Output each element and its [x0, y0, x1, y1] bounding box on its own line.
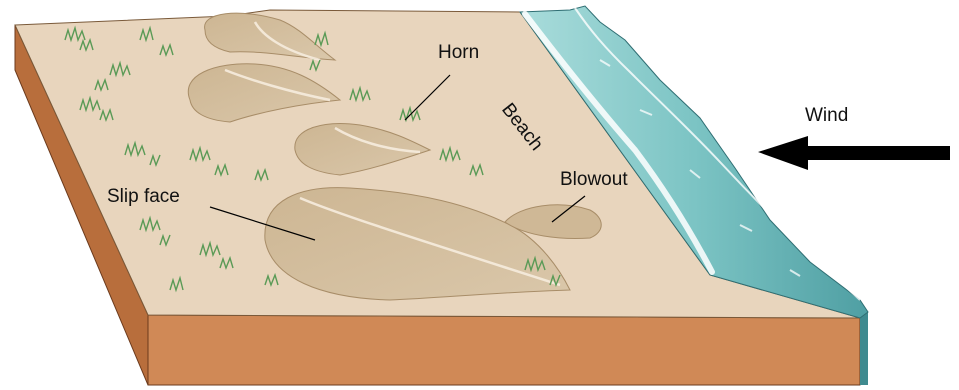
block-front-face	[148, 315, 860, 385]
slip-face-label: Slip face	[107, 187, 180, 206]
wind-label: Wind	[805, 106, 848, 125]
block-right-face-water	[860, 312, 868, 385]
horn-label: Horn	[438, 43, 479, 62]
blowout-label: Blowout	[560, 170, 628, 189]
wind-arrow	[758, 136, 950, 170]
